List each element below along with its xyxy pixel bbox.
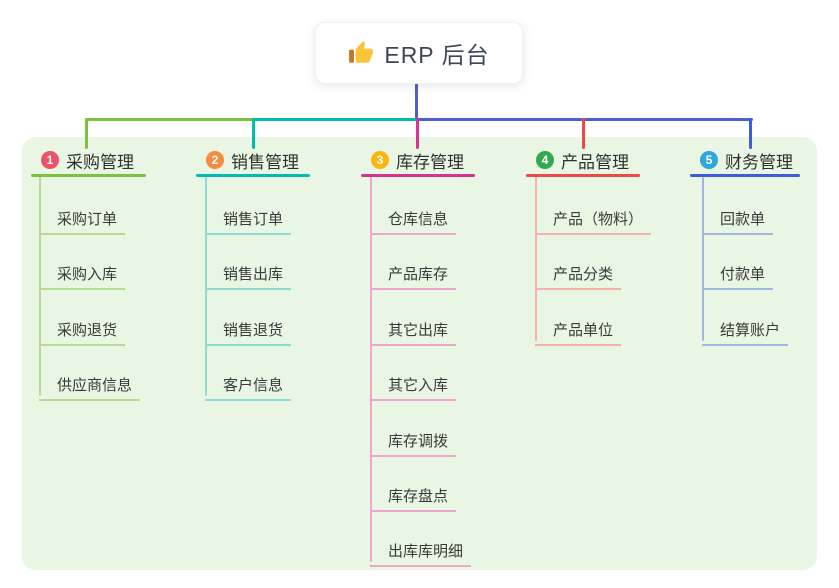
mindmap-item[interactable]: 销售出库 — [205, 249, 292, 291]
branch-header-5[interactable]: 5 财务管理 — [700, 148, 793, 172]
mindmap-item[interactable]: 采购退货 — [39, 305, 126, 346]
rail-segment — [251, 118, 419, 121]
branch-spine-line — [702, 177, 704, 341]
branch-number-badge: 1 — [41, 151, 59, 169]
branch-drop-line — [84, 118, 88, 149]
branch-drop-line — [581, 118, 585, 149]
branch-title: 销售管理 — [231, 152, 299, 172]
mindmap-item-label: 库存盘点 — [388, 488, 449, 505]
mindmap-item-label: 其它入库 — [388, 377, 449, 395]
branches-panel — [22, 137, 817, 570]
branch-header-4[interactable]: 4 产品管理 — [536, 148, 629, 172]
mindmap-item[interactable]: 库存盘点 — [370, 471, 457, 512]
branch-spine-line — [39, 177, 41, 397]
mindmap-item-label: 仓库信息 — [388, 211, 449, 228]
mindmap-item-label: 产品分类 — [553, 266, 614, 284]
mindmap-item-label: 采购入库 — [57, 266, 118, 284]
mindmap-item-label: 回款单 — [720, 211, 766, 228]
mindmap-item-label: 其它出库 — [388, 321, 449, 339]
mindmap-item-label: 库存调拨 — [388, 432, 449, 450]
mindmap-item-label: 产品单位 — [553, 321, 614, 339]
branch-spine-line — [370, 177, 372, 563]
trunk-line — [415, 83, 418, 121]
mindmap-item[interactable]: 产品库存 — [370, 249, 457, 291]
mindmap-item-label: 客户信息 — [223, 377, 284, 395]
branch-title: 产品管理 — [561, 152, 629, 172]
root-node[interactable]: ERP 后台 — [315, 22, 523, 84]
mindmap-item-label: 销售订单 — [223, 211, 284, 228]
mindmap-item-label: 采购退货 — [57, 321, 118, 339]
mindmap-item[interactable]: 销售退货 — [205, 305, 292, 346]
root-label: ERP 后台 — [384, 42, 490, 68]
rail-segment — [84, 118, 255, 121]
mindmap-item[interactable]: 采购入库 — [39, 249, 126, 291]
mindmap-item[interactable]: 销售订单 — [205, 194, 292, 235]
branch-spine-line — [205, 177, 207, 397]
mindmap-item[interactable]: 结算账户 — [702, 305, 789, 346]
mindmap-item[interactable]: 产品（物料） — [535, 194, 652, 235]
branch-drop-line — [251, 118, 255, 149]
mindmap-item-label: 产品库存 — [388, 266, 449, 284]
mindmap-item-label: 付款单 — [720, 266, 766, 284]
branch-header-2[interactable]: 2 销售管理 — [206, 148, 299, 172]
mindmap-item[interactable]: 回款单 — [702, 194, 774, 235]
mindmap-item[interactable]: 出库库明细 — [370, 526, 472, 568]
mindmap-item[interactable]: 产品单位 — [535, 305, 622, 346]
mindmap-item[interactable]: 付款单 — [702, 249, 774, 291]
thumbs-up-icon — [348, 40, 374, 66]
branch-drop-line — [748, 118, 752, 149]
branch-drop-line — [415, 118, 419, 149]
branch-number-badge: 5 — [700, 151, 718, 169]
branch-spine-line — [535, 177, 537, 341]
branch-number-badge: 3 — [371, 151, 389, 169]
mindmap-item-label: 产品（物料） — [553, 211, 644, 228]
branch-underline — [196, 174, 310, 177]
mindmap-item[interactable]: 产品分类 — [535, 249, 622, 291]
mindmap-item-label: 销售出库 — [223, 266, 284, 284]
mindmap-item-label: 供应商信息 — [57, 377, 133, 395]
branch-underline — [526, 174, 640, 177]
mindmap-item-label: 采购订单 — [57, 211, 118, 228]
mindmap-item[interactable]: 采购订单 — [39, 194, 126, 235]
mindmap-item-label: 结算账户 — [720, 321, 781, 339]
branch-number-badge: 2 — [206, 151, 224, 169]
branch-underline — [361, 174, 475, 177]
branch-underline — [31, 174, 146, 177]
mindmap-item[interactable]: 其它出库 — [370, 305, 457, 346]
branch-header-1[interactable]: 1 采购管理 — [41, 148, 134, 172]
branch-underline — [690, 174, 800, 177]
mindmap-item-label: 销售退货 — [223, 321, 284, 339]
mindmap-item[interactable]: 客户信息 — [205, 360, 292, 402]
branch-header-3[interactable]: 3 库存管理 — [371, 148, 464, 172]
branch-title: 采购管理 — [66, 152, 134, 172]
branch-title: 库存管理 — [396, 152, 464, 172]
mindmap-item-label: 出库库明细 — [388, 543, 464, 561]
mindmap-item[interactable]: 仓库信息 — [370, 194, 457, 235]
mindmap-item[interactable]: 其它入库 — [370, 360, 457, 402]
mindmap-item[interactable]: 库存调拨 — [370, 416, 457, 457]
branch-number-badge: 4 — [536, 151, 554, 169]
mindmap-item[interactable]: 供应商信息 — [39, 360, 141, 402]
branch-title: 财务管理 — [725, 152, 793, 172]
